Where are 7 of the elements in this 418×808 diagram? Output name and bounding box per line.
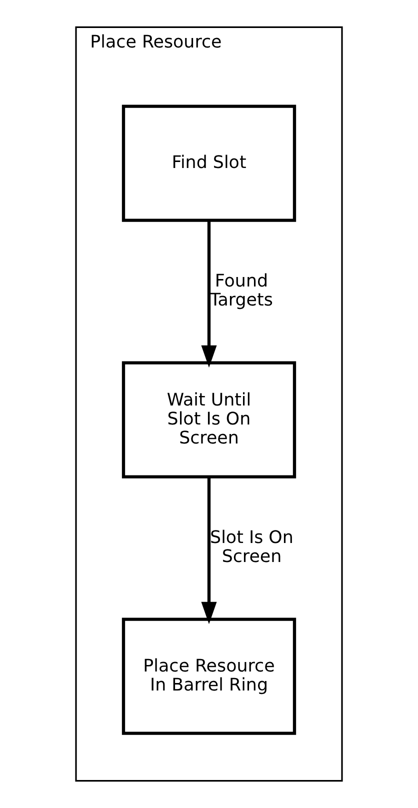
edge-label: Found Targets xyxy=(210,272,273,311)
edge-label: Slot Is On Screen xyxy=(210,528,294,568)
node-box: Wait Until Slot Is On Screen xyxy=(122,361,296,478)
arrow xyxy=(201,220,217,368)
node-box: Find Slot xyxy=(122,104,296,222)
node-box: Place Resource In Barrel Ring xyxy=(122,618,296,735)
arrow xyxy=(201,477,217,624)
